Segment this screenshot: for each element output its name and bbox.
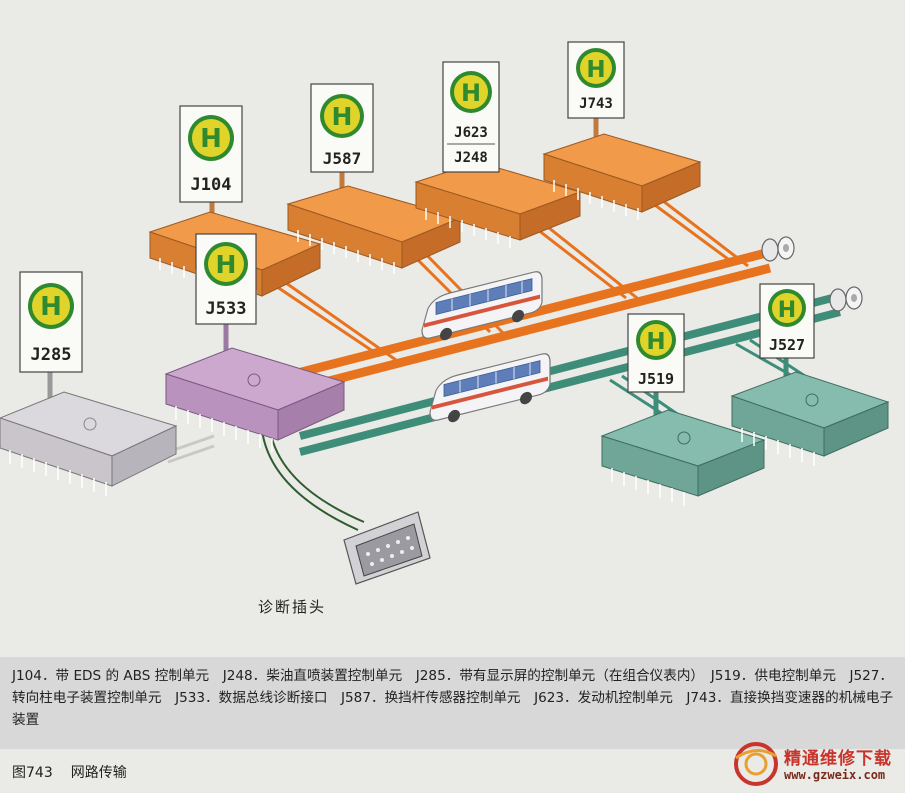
- watermark-title: 精通维修下载: [784, 749, 892, 769]
- module-label: J104: [191, 175, 232, 195]
- sign-symbol: H: [586, 57, 605, 83]
- diagnostic-connector-icon: [343, 511, 431, 585]
- sign-symbol: H: [332, 102, 353, 131]
- module-j533: H J533: [164, 233, 346, 452]
- legend-text: J104．带 EDS 的 ABS 控制单元 J248．柴油直喷装置控制单元 J2…: [12, 668, 894, 728]
- module-j527: H J527: [730, 283, 890, 466]
- module-j285: H J285: [0, 271, 178, 496]
- watermark: 精通维修下载 www.gzweix.com: [732, 738, 902, 790]
- figure-title: 网路传输: [70, 765, 127, 781]
- module-j104: H J104: [148, 105, 322, 302]
- figure-caption: 图743 网路传输: [12, 762, 127, 782]
- chip-logo-icon: [677, 431, 691, 445]
- module-label: J533: [206, 299, 247, 319]
- sign-symbol: H: [200, 124, 222, 154]
- sign-j533: H J533: [195, 233, 257, 325]
- legend-box: J104．带 EDS 的 ABS 控制单元 J248．柴油直喷装置控制单元 J2…: [0, 657, 905, 749]
- module-label: J248: [454, 150, 488, 166]
- sign-symbol: H: [40, 292, 62, 322]
- chip-logo-icon: [83, 417, 97, 431]
- sign-j104: H J104: [179, 105, 243, 203]
- bus-icon: [429, 351, 551, 429]
- module-label: J285: [31, 345, 72, 365]
- watermark-url: www.gzweix.com: [784, 768, 886, 782]
- sign-j527: H J527: [759, 283, 815, 359]
- chip-logo-icon: [805, 393, 819, 407]
- module-label: J527: [769, 336, 805, 354]
- diagnostic-connector-label: 诊断插头: [258, 598, 327, 616]
- cable-reel-icon: [761, 236, 795, 262]
- module-j743: H J743: [542, 41, 702, 220]
- sign-j285: H J285: [19, 271, 83, 373]
- module-label: J743: [579, 96, 613, 112]
- figure-number: 图743: [12, 765, 53, 781]
- sign-symbol: H: [216, 250, 237, 279]
- module-label: J587: [323, 149, 362, 168]
- sign-j743: H J743: [567, 41, 625, 119]
- sign-symbol: H: [461, 79, 481, 107]
- sign-symbol: H: [778, 298, 796, 323]
- chip-logo-icon: [247, 373, 261, 387]
- cable-reel-icon: [829, 286, 863, 312]
- sign-j623-j248: H J623 J248: [442, 61, 500, 173]
- module-j587: H J587: [286, 83, 462, 274]
- network-diagram: H J104 H J587 H: [0, 41, 890, 585]
- sign-j519: H J519: [627, 313, 685, 393]
- watermark-logo-icon: [734, 742, 778, 786]
- module-j519: H J519: [600, 313, 766, 506]
- module-j623-j248: H J623 J248: [414, 61, 582, 248]
- sign-j587: H J587: [310, 83, 374, 173]
- module-label: J623: [454, 125, 488, 141]
- sign-symbol: H: [646, 329, 665, 355]
- module-label: J519: [638, 370, 674, 388]
